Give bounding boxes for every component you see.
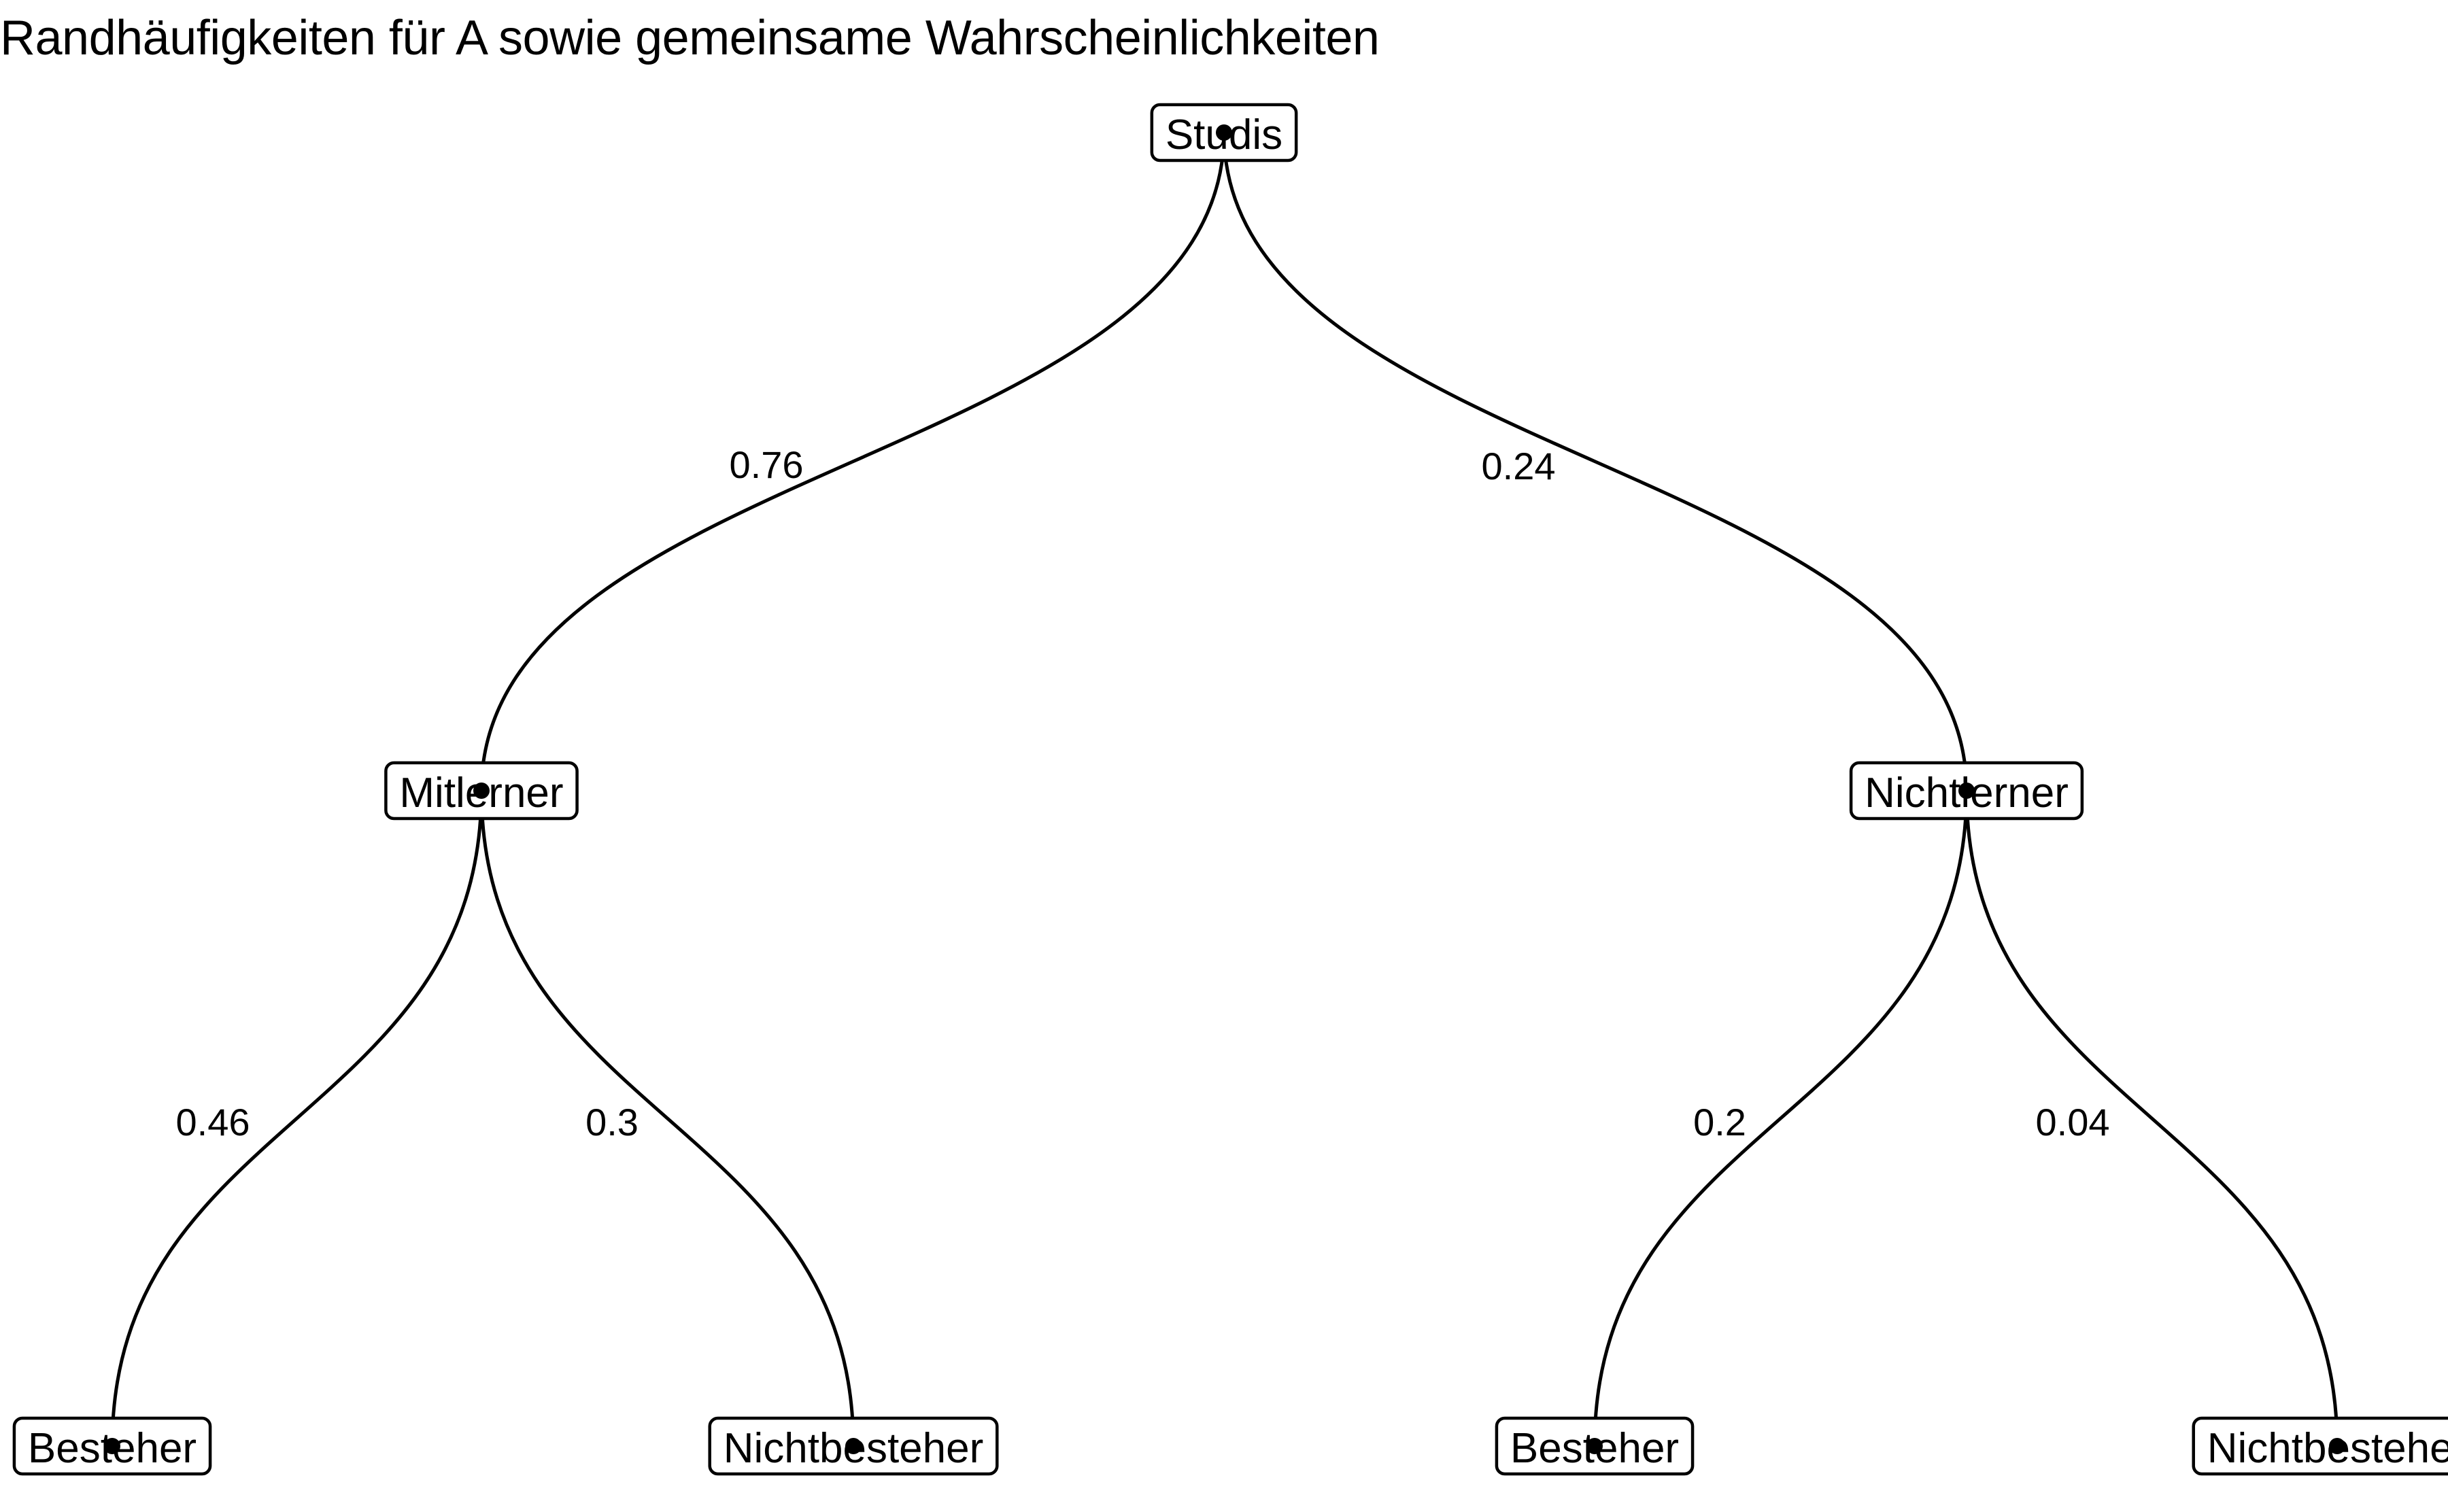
tree-edge (479, 790, 855, 1447)
tree-node: Nichtbesteher (708, 1416, 999, 1476)
tree-edge (1965, 790, 2339, 1447)
chart-title: Randhäufigkeiten für A sowie gemeinsame … (0, 11, 1380, 65)
node-point (845, 1438, 862, 1454)
edge-probability-label: 0.76 (730, 443, 804, 486)
node-point (2329, 1438, 2345, 1454)
node-point (104, 1438, 120, 1454)
node-label: Nichtbesteher (2207, 1425, 2448, 1472)
tree-edge (479, 132, 1226, 791)
node-label-box (2192, 1416, 2448, 1476)
tree-node: Besteher (1495, 1416, 1695, 1476)
edge-probability-label: 0.24 (1482, 445, 1556, 487)
tree-edge (1222, 132, 1969, 791)
edge-labels-layer: 0.76 0.24 0.46 0.3 0.2 0.04 (176, 443, 2110, 1144)
node-point (1958, 783, 1975, 799)
node-point (1216, 124, 1232, 141)
nodes-layer: StudisMitlerner NichtlernerBesteher Nichtb… (12, 103, 2448, 1476)
edge-probability-label: 0.04 (2036, 1101, 2110, 1144)
tree-node: Nichtbesteher (2192, 1416, 2448, 1476)
node-point (1586, 1438, 1603, 1454)
tree-node: Besteher (12, 1416, 212, 1476)
edges-layer (110, 132, 2339, 1447)
edge-probability-label: 0.46 (176, 1101, 250, 1144)
tree-node: Studis (1150, 103, 1298, 162)
tree-node: Mitlerner (384, 761, 579, 821)
edge-probability-label: 0.2 (1693, 1101, 1746, 1144)
node-point (473, 783, 490, 799)
edge-probability-label: 0.3 (585, 1101, 639, 1144)
tree-node: Nichtlerner (1849, 761, 2084, 821)
tree-edge (1593, 790, 1969, 1447)
tree-edge (110, 790, 483, 1447)
